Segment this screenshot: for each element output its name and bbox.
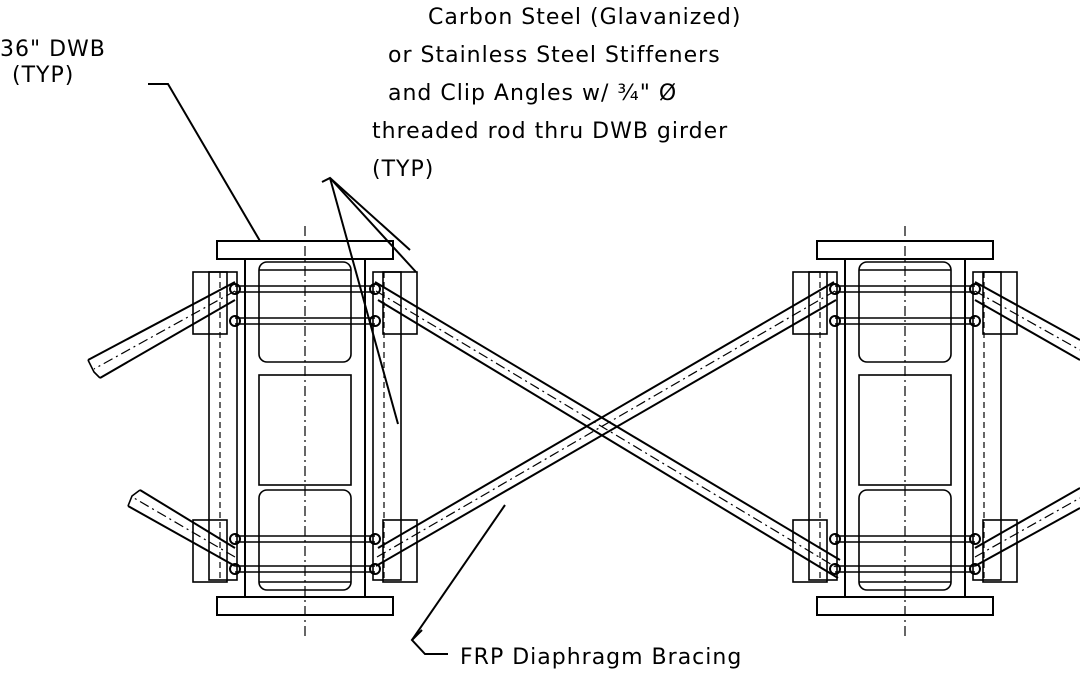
right-girder bbox=[792, 225, 1018, 639]
girder-label: 36" DWB (TYP) bbox=[0, 37, 114, 88]
bracing-label: FRP Diaphragm Bracing bbox=[460, 645, 742, 670]
left-partial-bracing bbox=[87, 281, 236, 567]
right-partial-bracing bbox=[974, 281, 1080, 567]
frp-bracing-members bbox=[374, 281, 841, 579]
stiffener-label: Carbon Steel (Glavanized) or Stainless S… bbox=[372, 5, 749, 182]
leader-lines bbox=[148, 83, 506, 655]
